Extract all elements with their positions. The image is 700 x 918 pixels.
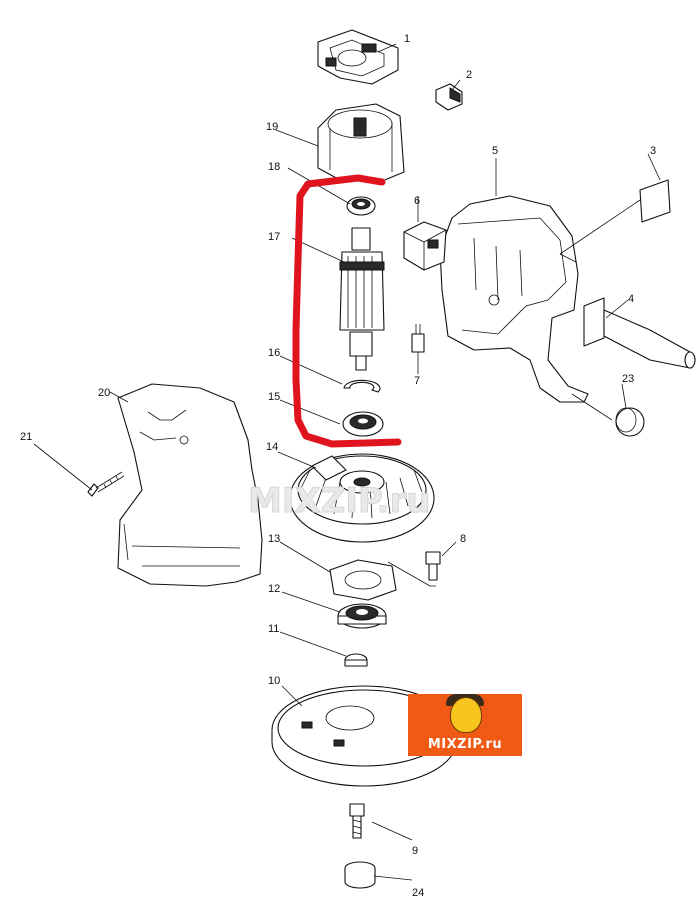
part-bearing-12 <box>337 603 387 629</box>
part-cap <box>344 861 376 889</box>
mascot-icon <box>450 697 482 733</box>
highlight-bracket <box>292 174 402 448</box>
callout-6: 6 <box>414 195 420 207</box>
callout-16: 16 <box>268 347 280 359</box>
leader-lines <box>33 43 661 881</box>
part-housing-half <box>439 195 589 403</box>
part-field-housing <box>317 103 405 183</box>
callout-13: 13 <box>268 533 280 545</box>
part-bearing-15 <box>342 411 384 437</box>
part-motor-housing <box>117 383 263 587</box>
part-plate <box>329 559 397 601</box>
part-spacer <box>344 653 368 667</box>
part-bolt-8 <box>425 551 441 581</box>
part-capacitor <box>411 324 425 353</box>
watermark-text: MIXZIP.ru <box>248 481 431 521</box>
logo-text: MIXZIP.ru <box>427 737 503 752</box>
part-armature <box>339 227 385 371</box>
part-brush-holder <box>317 29 399 85</box>
callout-1: 1 <box>404 33 410 45</box>
callout-18: 18 <box>268 161 280 173</box>
callout-3: 3 <box>650 145 656 157</box>
part-label <box>639 179 671 223</box>
part-switch <box>403 221 447 271</box>
callout-11: 11 <box>268 623 279 635</box>
callout-23: 23 <box>622 373 634 385</box>
callout-19: 19 <box>266 121 278 133</box>
part-fan <box>289 453 435 543</box>
callout-9: 9 <box>412 845 418 857</box>
part-carbon-brush <box>435 83 463 111</box>
callout-5: 5 <box>492 145 498 157</box>
callout-2: 2 <box>466 69 472 81</box>
part-screw-21 <box>87 471 125 497</box>
callout-8: 8 <box>460 533 466 545</box>
part-bearing-18 <box>346 196 376 216</box>
callout-7: 7 <box>414 375 420 387</box>
callout-4: 4 <box>628 293 634 305</box>
callout-24: 24 <box>412 887 424 899</box>
part-screw-9 <box>349 803 365 839</box>
callout-15: 15 <box>268 391 280 403</box>
callout-21: 21 <box>20 431 32 443</box>
callout-10: 10 <box>268 675 280 687</box>
callout-17: 17 <box>268 231 280 243</box>
callout-20: 20 <box>98 387 110 399</box>
part-cord-guard <box>583 297 696 369</box>
callout-12: 12 <box>268 583 280 595</box>
mixzip-logo: MIXZIP.ru <box>408 694 522 756</box>
callout-14: 14 <box>266 441 278 453</box>
callout-numbers: 1 2 3 4 5 6 7 8 9 10 11 12 13 14 15 16 1… <box>20 33 656 899</box>
part-plug-cap <box>615 407 645 437</box>
part-retaining-ring <box>343 379 381 393</box>
